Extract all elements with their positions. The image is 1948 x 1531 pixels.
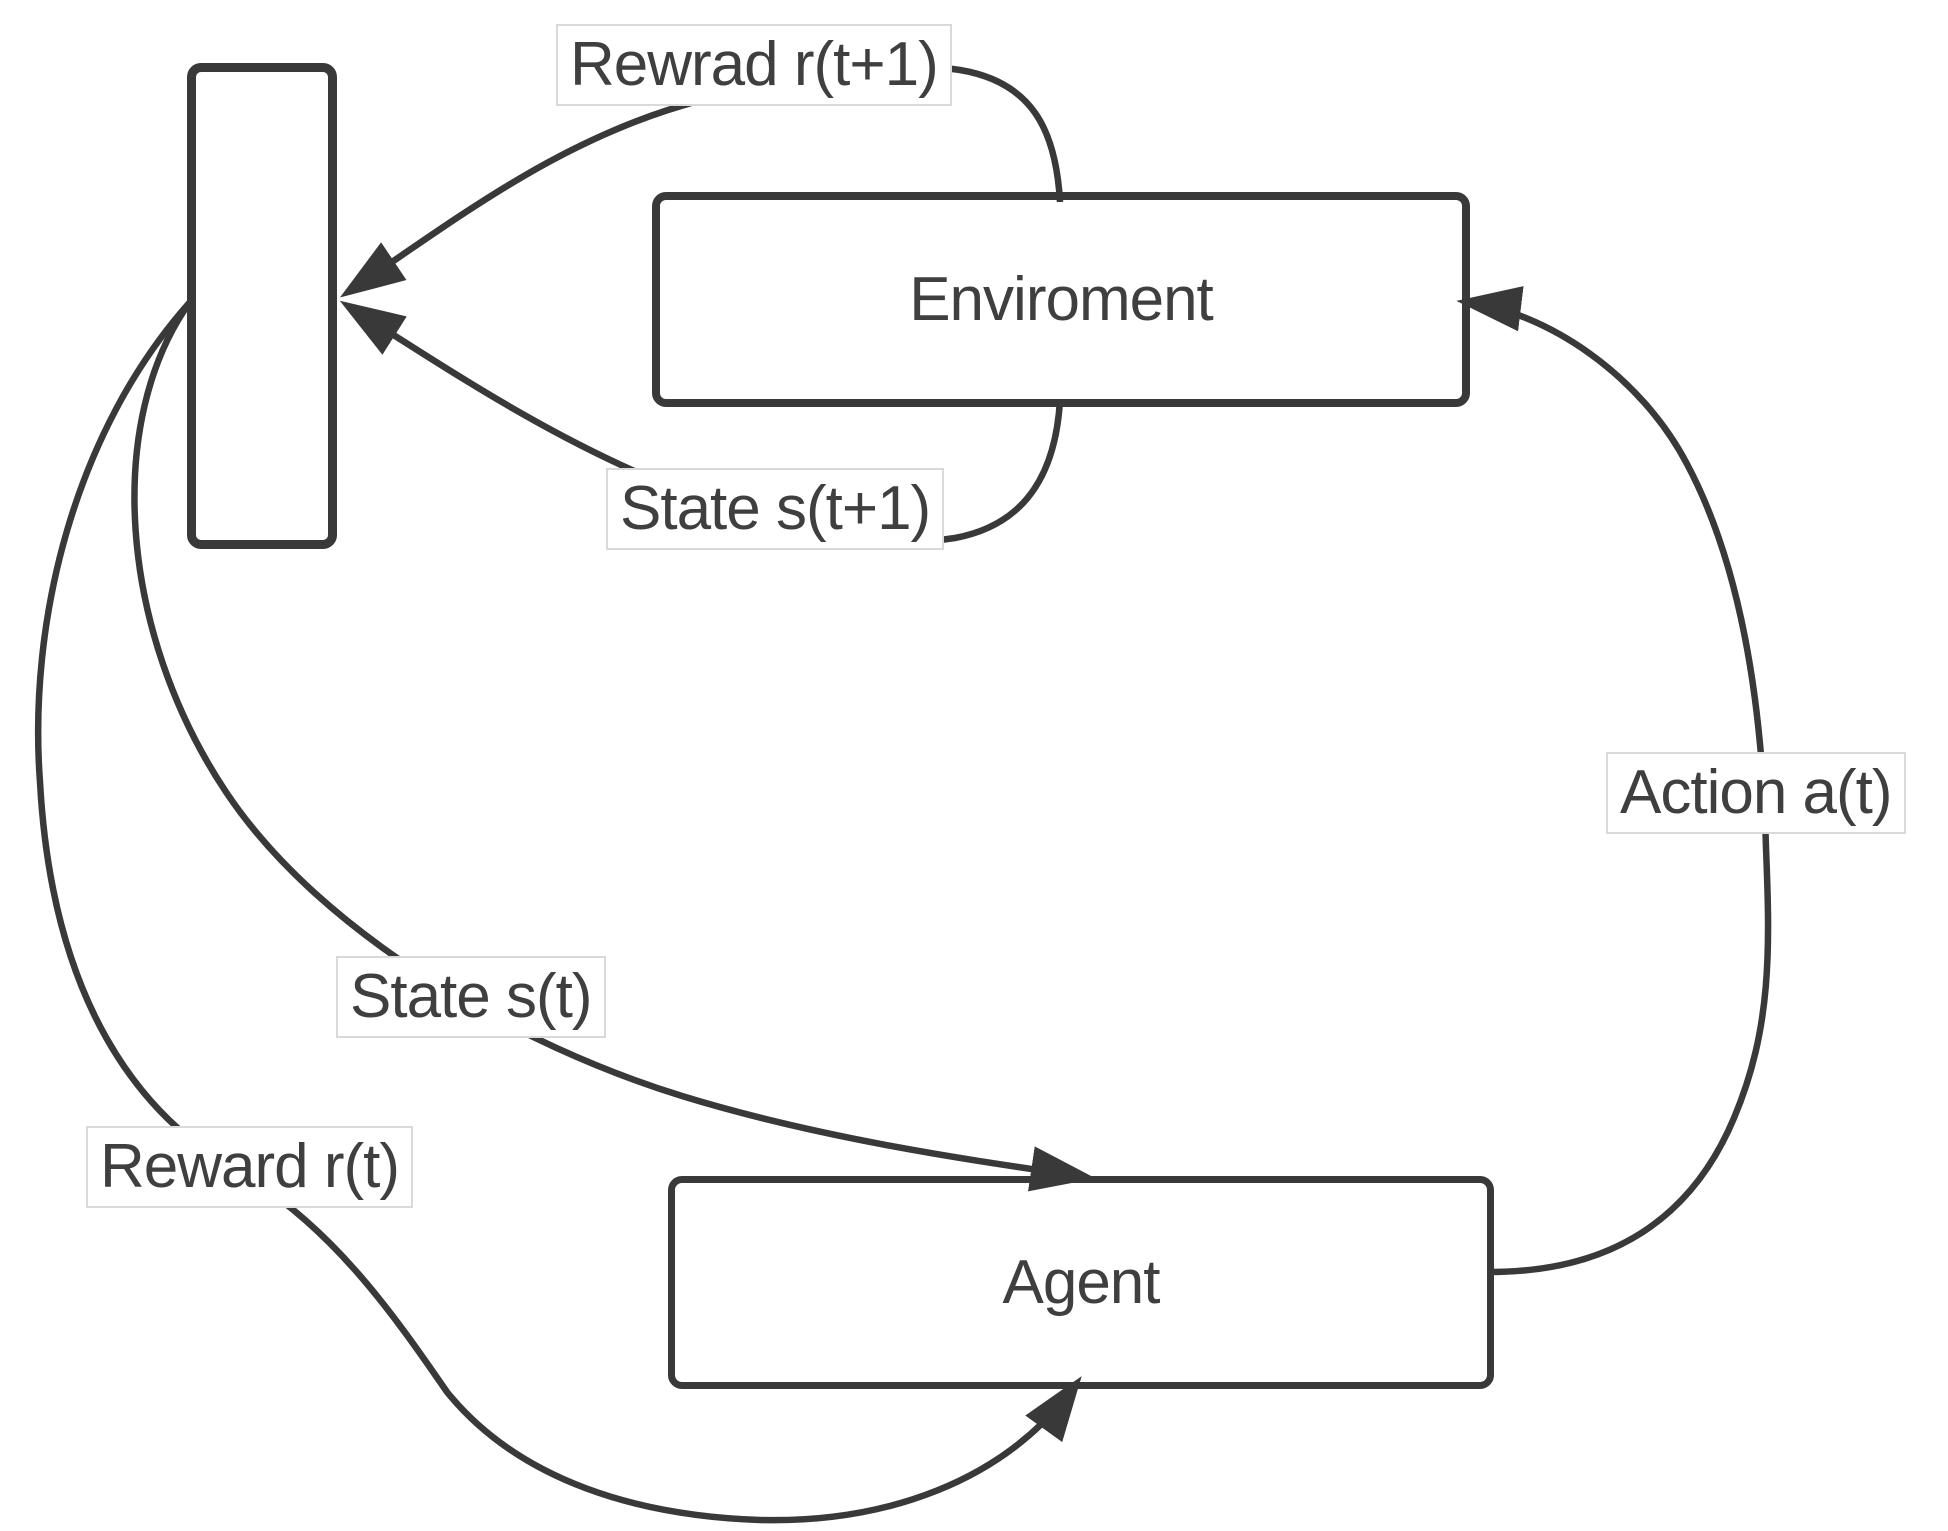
reward-next-label: Rewrad r(t+1): [556, 24, 952, 107]
action-t-label: Action a(t): [1606, 752, 1906, 835]
reward-t-label: Reward r(t): [86, 1126, 414, 1209]
agent-node-label: Agent: [1002, 1248, 1160, 1317]
environment-node-label: Enviroment: [909, 265, 1214, 334]
state-t-label: State s(t): [336, 956, 606, 1039]
state-t-curve: [131, 300, 1096, 1192]
time-bar-node: [187, 63, 337, 549]
state-next-label: State s(t+1): [606, 468, 945, 551]
reward-t-curve: [34, 299, 1082, 1524]
action-curve: [1456, 286, 1772, 1276]
environment-node: Enviroment: [652, 192, 1470, 407]
agent-node: Agent: [668, 1176, 1494, 1389]
